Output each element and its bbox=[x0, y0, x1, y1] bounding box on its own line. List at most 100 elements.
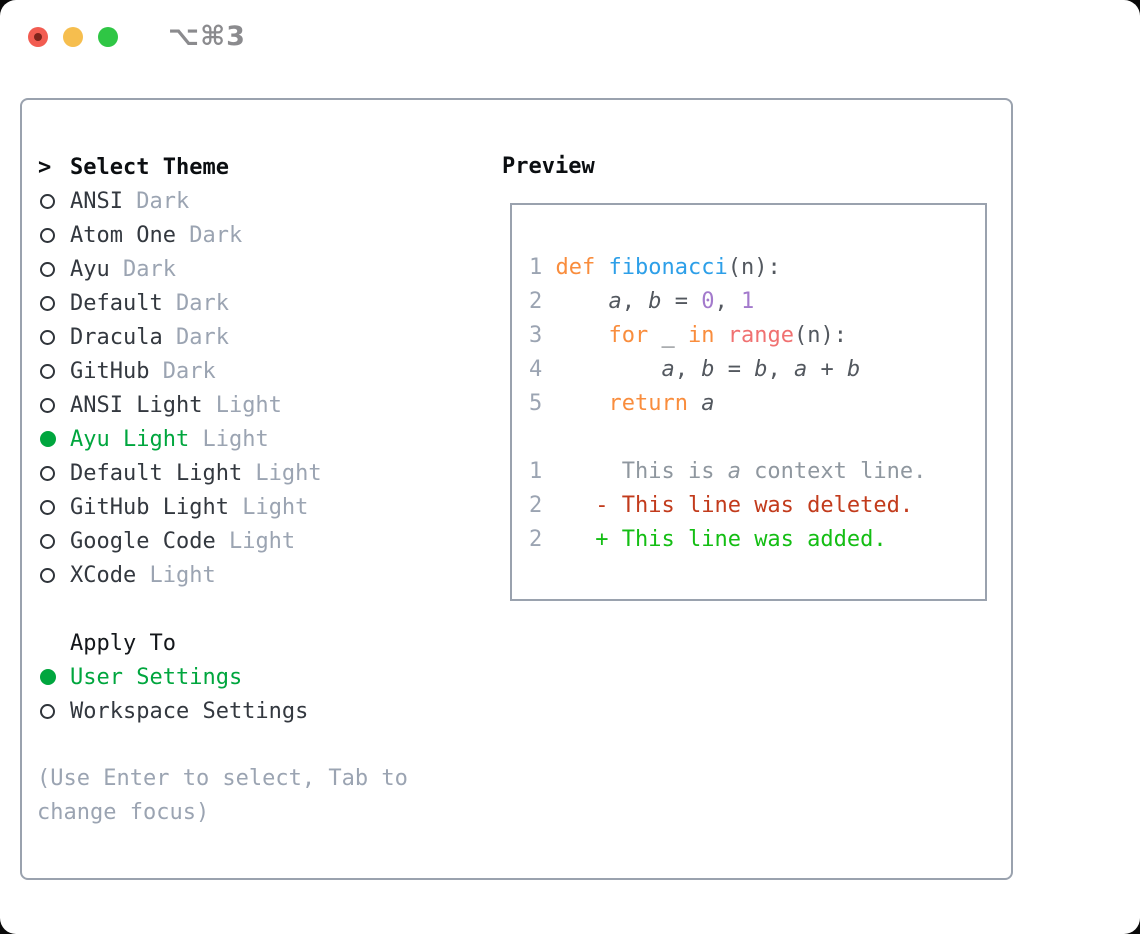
theme-option-github-light[interactable]: GitHub Light Light bbox=[37, 490, 482, 524]
code-token: b bbox=[648, 289, 662, 314]
apply-option-user-settings[interactable]: User Settings bbox=[37, 660, 482, 694]
spacer bbox=[37, 728, 482, 762]
code-token: def bbox=[555, 255, 596, 280]
code-token bbox=[556, 357, 662, 382]
line-number: 3 bbox=[529, 323, 556, 348]
select-theme-header: > Select Theme bbox=[37, 150, 482, 184]
theme-option-label: ANSI Dark bbox=[70, 188, 190, 214]
apply-to-title: Apply To bbox=[70, 630, 176, 656]
code-token bbox=[556, 391, 609, 416]
cursor-arrow-icon: > bbox=[38, 154, 52, 180]
cursor-marker: > bbox=[37, 155, 70, 180]
code-token: 1 bbox=[740, 289, 755, 314]
radio-unselected-icon bbox=[37, 499, 70, 515]
theme-option-label: GitHub Dark bbox=[70, 358, 216, 384]
code-token: for bbox=[608, 323, 649, 348]
code-token: , bbox=[714, 289, 741, 314]
theme-option-ansi-light[interactable]: ANSI Light Light bbox=[37, 388, 482, 422]
code-token bbox=[714, 323, 727, 348]
select-theme-title: Select Theme bbox=[70, 154, 229, 180]
code-token bbox=[556, 289, 609, 314]
line-number: 2 bbox=[529, 289, 556, 314]
apply-option-workspace-settings[interactable]: Workspace Settings bbox=[37, 694, 482, 728]
code-line: 1 def fibonacci(n): bbox=[529, 251, 985, 285]
theme-option-label: Default Light Light bbox=[70, 460, 322, 486]
code-token: b bbox=[701, 357, 715, 382]
code-token: return bbox=[608, 391, 688, 416]
code-token: in bbox=[687, 323, 715, 348]
code-token bbox=[556, 527, 596, 552]
code-line: 4 a, b = b, a + b bbox=[529, 353, 985, 387]
apply-option-label: User Settings bbox=[70, 664, 243, 690]
radio-unselected-icon bbox=[37, 261, 70, 277]
line-number: 4 bbox=[529, 357, 556, 382]
code-line: 2 a, b = 0, 1 bbox=[529, 285, 985, 319]
help-text: (Use Enter to select, Tab to change focu… bbox=[37, 766, 408, 825]
window-title: ⌥⌘3 bbox=[168, 21, 246, 52]
code-token: , bbox=[767, 357, 794, 382]
radio-unselected-icon bbox=[37, 193, 70, 209]
apply-to-header: Apply To bbox=[37, 626, 482, 660]
code-line: 5 return a bbox=[529, 387, 985, 421]
radio-unselected-icon bbox=[37, 363, 70, 379]
apply-option-label: Workspace Settings bbox=[70, 698, 309, 724]
code-token: _ bbox=[648, 323, 688, 348]
code-token: 0 bbox=[701, 289, 715, 314]
line-number: 1 bbox=[529, 459, 556, 484]
close-inner-dot-icon bbox=[34, 33, 42, 41]
code-token: (n): bbox=[793, 323, 847, 348]
code-token: + bbox=[807, 357, 847, 382]
code-token bbox=[556, 493, 596, 518]
code-token: a bbox=[701, 391, 715, 416]
code-token: - This line was deleted. bbox=[595, 493, 914, 518]
code-token: = bbox=[661, 289, 702, 314]
code-token: (n): bbox=[727, 255, 781, 280]
code-token: , bbox=[674, 357, 702, 382]
theme-option-label: Ayu Light Light bbox=[70, 426, 269, 452]
theme-option-xcode[interactable]: XCode Light bbox=[37, 558, 482, 592]
theme-option-label: Dracula Dark bbox=[70, 324, 229, 350]
code-token: a bbox=[727, 459, 741, 484]
theme-option-label: Ayu Dark bbox=[70, 256, 176, 282]
theme-option-label: Atom One Dark bbox=[70, 222, 243, 248]
code-token bbox=[556, 323, 609, 348]
theme-option-default-light[interactable]: Default Light Light bbox=[37, 456, 482, 490]
theme-option-dracula[interactable]: Dracula Dark bbox=[37, 320, 482, 354]
code-token: This is bbox=[555, 459, 728, 484]
close-button[interactable] bbox=[28, 27, 48, 47]
theme-option-github[interactable]: GitHub Dark bbox=[37, 354, 482, 388]
code-line bbox=[529, 421, 985, 455]
code-token: a bbox=[608, 289, 622, 314]
theme-option-default[interactable]: Default Dark bbox=[37, 286, 482, 320]
code-line: 3 for _ in range(n): bbox=[529, 319, 985, 353]
maximize-button[interactable] bbox=[98, 27, 118, 47]
radio-unselected-icon bbox=[37, 329, 70, 345]
line-number: 1 bbox=[529, 255, 556, 280]
line-number: 5 bbox=[529, 391, 556, 416]
theme-option-ansi[interactable]: ANSI Dark bbox=[37, 184, 482, 218]
theme-option-ayu[interactable]: Ayu Dark bbox=[37, 252, 482, 286]
radio-unselected-icon bbox=[37, 533, 70, 549]
theme-option-ayu-light[interactable]: Ayu Light Light bbox=[37, 422, 482, 456]
code-token: + This line was added. bbox=[595, 527, 887, 552]
code-token: b bbox=[846, 357, 861, 382]
code-line: 1 This is a context line. bbox=[529, 455, 985, 489]
radio-unselected-icon bbox=[37, 227, 70, 243]
radio-unselected-icon bbox=[37, 397, 70, 413]
minimize-button[interactable] bbox=[63, 27, 83, 47]
theme-option-google-code[interactable]: Google Code Light bbox=[37, 524, 482, 558]
code-token: b bbox=[754, 357, 768, 382]
code-token: range bbox=[727, 323, 794, 348]
spacer bbox=[37, 592, 482, 626]
theme-option-label: Google Code Light bbox=[70, 528, 296, 554]
code-token bbox=[595, 255, 608, 280]
radio-selected-icon bbox=[37, 669, 70, 685]
theme-option-atom-one[interactable]: Atom One Dark bbox=[37, 218, 482, 252]
